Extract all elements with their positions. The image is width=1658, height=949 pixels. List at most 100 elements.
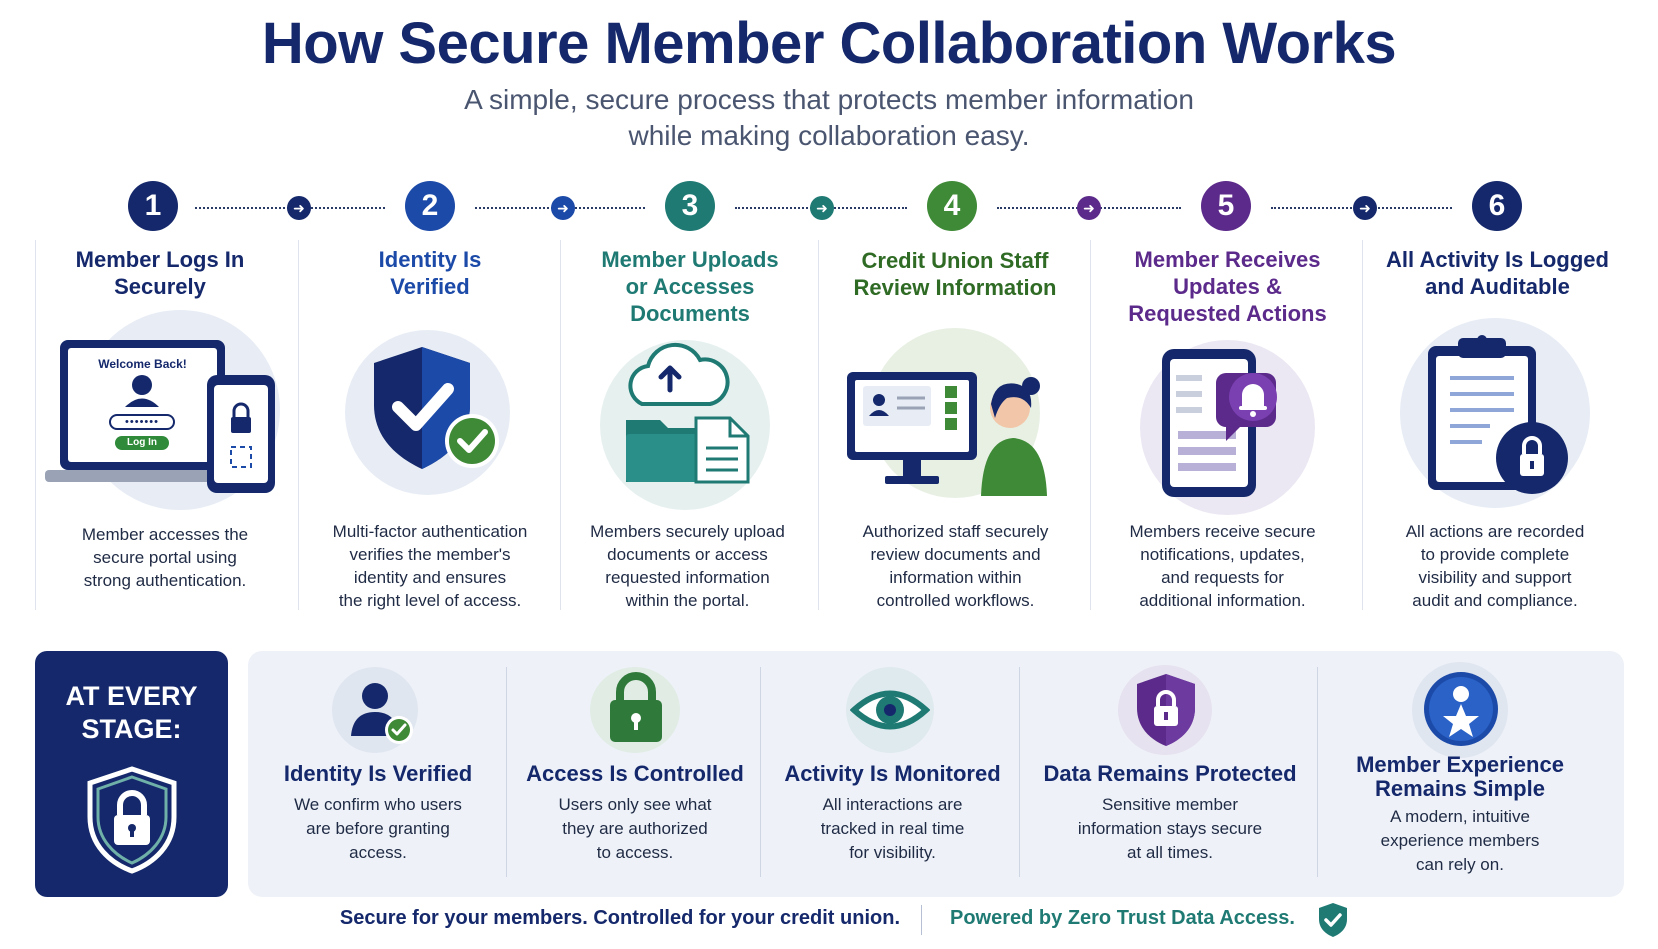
page-title: How Secure Member Collaboration Works (261, 11, 1397, 76)
step-5-title: Member Receives Updates & Requested Acti… (1100, 246, 1355, 327)
staff-monitor-review-icon (845, 368, 1065, 498)
step-4-desc-line: Authorized staff securely (862, 522, 1049, 541)
step-5-desc-line: notifications, updates, (1140, 545, 1305, 564)
step-3-desc-line: within the portal. (625, 591, 750, 610)
footer-separator (921, 905, 922, 935)
feature-divider (1317, 667, 1318, 877)
feature-divider (506, 667, 507, 877)
step-1-title-line2: Securely (114, 274, 206, 299)
feature-3-desc-line: All interactions are (822, 795, 963, 814)
feature-5-title-line1: Member Experience (1356, 752, 1564, 777)
step-1-desc: Member accesses the secure portal using … (45, 523, 285, 592)
column-divider (35, 240, 36, 610)
step-1-desc-line: strong authentication. (83, 571, 247, 590)
step-6-title: All Activity Is Logged and Auditable (1370, 246, 1625, 300)
step-5-title-line1: Member Receives (1134, 247, 1321, 272)
padlock-icon (607, 670, 665, 744)
feature-3-title: Activity Is Monitored (784, 761, 1001, 786)
column-divider (818, 240, 819, 610)
login-button: Log In (127, 437, 157, 448)
arrow-right-icon: ➜ (1077, 196, 1101, 220)
feature-4-desc-line: Sensitive member (1101, 795, 1239, 814)
feature-5-desc: A modern, intuitive experience members c… (1330, 805, 1590, 877)
arrow-right-icon: ➜ (1353, 196, 1377, 220)
feature-3-desc: All interactions are tracked in real tim… (770, 793, 1015, 865)
step-6-desc: All actions are recorded to provide comp… (1370, 520, 1620, 612)
shield-lock-icon (1133, 672, 1199, 748)
arrow-right-icon: ➜ (810, 196, 834, 220)
cloud-upload-folder-icon (620, 342, 760, 487)
step-5-desc-line: additional information. (1139, 591, 1306, 610)
features-panel (248, 651, 1624, 897)
feature-4-desc: Sensitive member information stays secur… (1030, 793, 1310, 865)
step-5-title-line2: Updates & (1173, 274, 1282, 299)
feature-2-desc-line: Users only see what (558, 795, 712, 814)
feature-2-desc: Users only see what they are authorized … (515, 793, 755, 865)
arrow-right-icon: ➜ (287, 196, 311, 220)
feature-3-desc-line: tracked in real time (820, 819, 965, 838)
step-2-desc-line: the right level of access. (338, 591, 522, 610)
step-number-1: 1 (128, 181, 178, 231)
step-2-desc-line: identity and ensures (353, 568, 507, 587)
step-2-desc-line: verifies the member's (349, 545, 511, 564)
step-2-desc-line: Multi-factor authentication (332, 522, 528, 541)
step-5-title-line3: Requested Actions (1128, 301, 1327, 326)
page-subtitle-line2: while making collaboration easy. (628, 120, 1030, 151)
column-divider (1090, 240, 1091, 610)
step-4-title-line2: Review Information (853, 275, 1057, 300)
user-check-icon (347, 678, 417, 748)
step-number-6: 6 (1472, 181, 1522, 231)
feature-4-desc-line: at all times. (1127, 843, 1213, 862)
feature-1-desc: We confirm who users are before granting… (258, 793, 498, 865)
step-number-4: 4 (927, 181, 977, 231)
step-6-desc-line: visibility and support (1418, 568, 1572, 587)
step-5-desc-line: Members receive secure (1129, 522, 1316, 541)
feature-5-desc-line: experience members (1380, 831, 1540, 850)
step-2-title-line2: Verified (390, 274, 470, 299)
step-6-desc-line: to provide complete (1420, 545, 1570, 564)
feature-1-desc-line: are before granting (306, 819, 450, 838)
step-1-title-line1: Member Logs In (75, 247, 245, 272)
feature-divider (760, 667, 761, 877)
feature-4-desc-line: information stays secure (1077, 819, 1263, 838)
footer-tagline: Secure for your members. Controlled for … (339, 907, 900, 929)
step-1-desc-line: secure portal using (93, 548, 237, 567)
step-3-desc-line: Members securely upload (590, 522, 785, 541)
step-6-title-line2: and Auditable (1425, 274, 1570, 299)
step-number-2: 2 (405, 181, 455, 231)
feature-2-desc-line: to access. (596, 843, 674, 862)
column-divider (560, 240, 561, 610)
step-4-title: Credit Union Staff Review Information (830, 247, 1080, 301)
step-1-desc-line: Member accesses the (81, 525, 249, 544)
step-4-title-line1: Credit Union Staff (861, 248, 1049, 273)
every-stage-label: AT EVERY STAGE: (35, 680, 228, 746)
feature-5-desc-line: A modern, intuitive (1390, 807, 1530, 826)
feature-5-title-line2: Remains Simple (1375, 776, 1545, 801)
feature-1-title: Identity Is Verified (283, 761, 473, 786)
step-3-title: Member Uploads or Accesses Documents (570, 246, 810, 327)
feature-1-desc-line: We confirm who users (294, 795, 462, 814)
step-6-desc-line: audit and compliance. (1412, 591, 1578, 610)
step-3-title-line1: Member Uploads (601, 247, 779, 272)
shield-check-icon (370, 345, 505, 475)
step-6-title-line1: All Activity Is Logged (1386, 247, 1609, 272)
step-2-title-line1: Identity Is (378, 247, 482, 272)
step-2-title: Identity Is Verified (310, 246, 550, 300)
step-3-title-line3: Documents (630, 301, 750, 326)
step-number-3: 3 (665, 181, 715, 231)
login-welcome-text: Welcome Back! (98, 357, 187, 371)
password-field: ••••••• (125, 416, 159, 428)
feature-5-title: Member Experience Remains Simple (1330, 753, 1590, 801)
shield-lock-icon (82, 765, 182, 875)
laptop-phone-login-icon: Welcome Back! ••••••• Log In (45, 335, 285, 495)
step-6-desc-line: All actions are recorded (1405, 522, 1585, 541)
column-divider (298, 240, 299, 610)
column-divider (1362, 240, 1363, 610)
step-4-desc-line: controlled workflows. (876, 591, 1035, 610)
step-1-title: Member Logs In Securely (45, 246, 275, 300)
step-5-desc: Members receive secure notifications, up… (1095, 520, 1350, 612)
feature-divider (1019, 667, 1020, 877)
step-3-desc-line: documents or access (607, 545, 768, 564)
eye-icon (849, 685, 931, 735)
footer-powered-by: Powered by Zero Trust Data Access. (950, 907, 1295, 929)
